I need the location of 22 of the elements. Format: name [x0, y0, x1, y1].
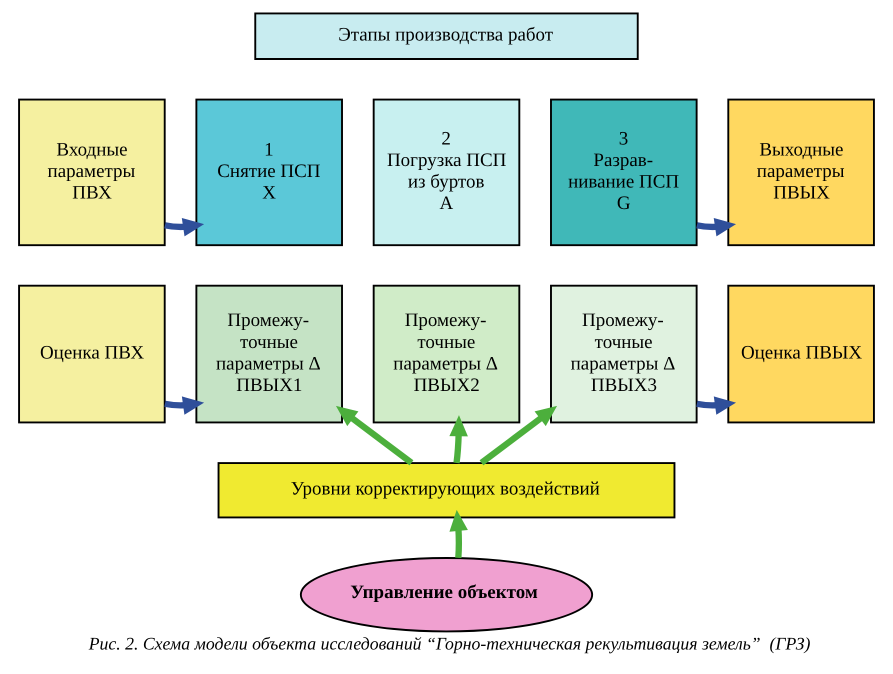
arrow	[696, 396, 736, 415]
node-box: 3 Разрав- нивание ПСП G	[550, 98, 698, 246]
node-box: Выходные параметры ПВЫХ	[727, 98, 875, 246]
arrow	[336, 406, 414, 466]
node-box: Промежу- точные параметры Δ ПВЫХ3	[550, 284, 698, 424]
node-box: Входные параметры ПВХ	[18, 98, 166, 246]
node-box: Уровни корректирующих воздействий	[218, 462, 676, 518]
arrow	[480, 406, 558, 466]
node-box: Оценка ПВЫХ	[727, 284, 875, 424]
caption: Рис. 2. Схема модели объекта исследований “Горно-техническая рекультивация земель” (ГРЗ)	[88, 633, 810, 654]
node-box: 2 Погрузка ПСП из буртов A	[372, 98, 520, 246]
arrow	[449, 415, 468, 464]
node-ellipse: Управление объектом	[300, 557, 594, 632]
node-box: Промежу- точные параметры Δ ПВЫХ1	[195, 284, 343, 424]
node-box: Этапы производства работ	[254, 12, 639, 60]
arrow	[696, 218, 736, 236]
node-box: Оценка ПВХ	[18, 284, 166, 424]
arrow	[164, 218, 204, 236]
node-box: Промежу- точные параметры Δ ПВЫХ2	[372, 284, 520, 424]
arrow	[449, 510, 468, 558]
node-box: 1 Снятие ПСП X	[195, 98, 343, 246]
arrow	[164, 396, 204, 415]
